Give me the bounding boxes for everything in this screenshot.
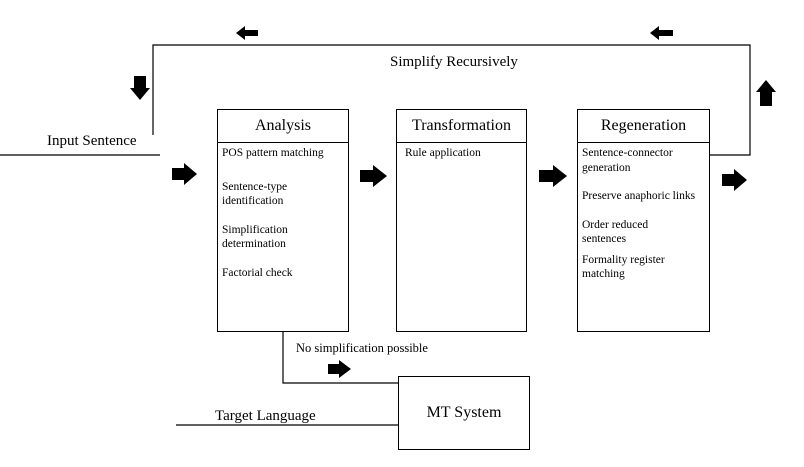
analysis-box: Analysis POS pattern matching Sentence-t… [217, 109, 349, 332]
no-simplification-label: No simplification possible [296, 341, 428, 355]
transformation-box: Transformation Rule application [396, 109, 527, 332]
arrow-right-icon [360, 165, 387, 187]
arrow-down-icon [130, 76, 150, 100]
analysis-item: Sentence-type identification [222, 180, 288, 208]
mt-system-box: MT System [398, 376, 530, 450]
input-label: Input Sentence [47, 133, 137, 149]
regeneration-item: Sentence-connector generation [582, 147, 673, 174]
regeneration-item: Preserve anaphoric links [582, 190, 696, 202]
arrow-left-icon [650, 26, 673, 40]
arrow-right-icon [328, 360, 351, 378]
arrow-right-icon [172, 163, 197, 185]
target-language-label: Target Language [215, 408, 316, 424]
arrow-right-icon [722, 169, 747, 191]
mt-system-label: MT System [426, 404, 502, 421]
arrow-left-icon [236, 26, 258, 40]
transformation-item: Rule application [405, 147, 481, 159]
recursion-loop-line [152, 44, 751, 156]
regeneration-box: Regeneration Sentence-connector generati… [577, 109, 710, 332]
arrow-up-icon [756, 80, 776, 106]
regeneration-item: Order reduced sentences [582, 218, 649, 246]
regeneration-title: Regeneration [578, 110, 709, 143]
analysis-title: Analysis [218, 110, 348, 143]
analysis-item: Simplification determination [222, 223, 288, 251]
analysis-item: POS pattern matching [222, 147, 324, 159]
arrow-right-icon [539, 165, 567, 187]
regeneration-item: Formality register matching [582, 253, 665, 281]
no-simplification-line [282, 332, 398, 384]
transformation-title: Transformation [397, 110, 526, 143]
analysis-item: Factorial check [222, 266, 293, 279]
loop-label: Simplify Recursively [390, 54, 518, 70]
